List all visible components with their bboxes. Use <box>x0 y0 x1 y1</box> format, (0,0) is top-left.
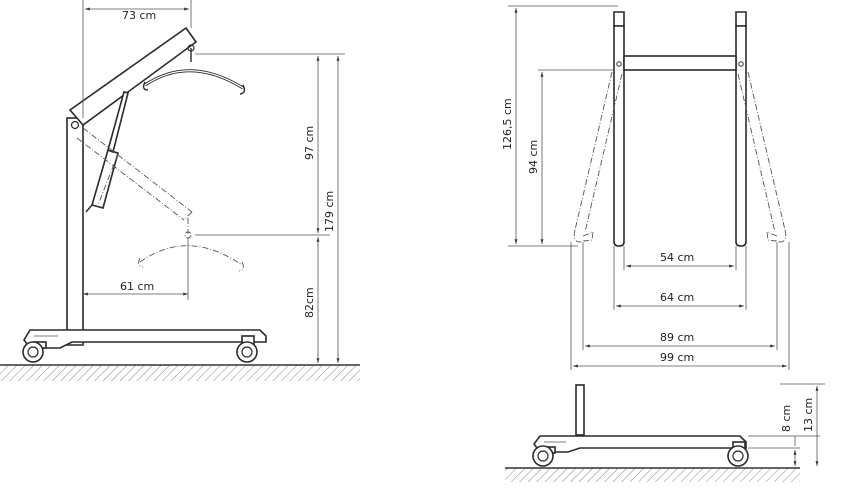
base-view: 8 cm 13 cm <box>505 383 825 482</box>
floor-base <box>505 468 800 482</box>
dim-inner-width-open: 89 cm <box>660 331 694 344</box>
dimensions-base: 8 cm 13 cm <box>748 383 825 466</box>
side-view: 73 cm 61 cm 97 cm 82cm 179 cm <box>0 0 360 381</box>
dim-clearance: 8 cm <box>780 405 793 432</box>
castor-detail-rear <box>532 445 556 467</box>
spreader-bar-raised <box>142 48 246 95</box>
castor-front <box>236 335 258 363</box>
front-masts <box>613 11 747 247</box>
dim-base-height: 13 cm <box>802 398 815 432</box>
base-leg <box>23 329 267 349</box>
dim-reach-top: 73 cm <box>122 9 156 22</box>
dimensions-front: 126,5 cm 94 cm 54 cm 64 cm 89 cm 99 cm <box>501 5 790 370</box>
castor-detail-front <box>727 441 749 467</box>
dim-inner-width-closed: 54 cm <box>660 251 694 264</box>
actuator <box>91 149 119 209</box>
castor-rear <box>22 341 47 363</box>
base-leg-detail <box>533 435 747 453</box>
dim-reach-bottom: 61 cm <box>120 280 154 293</box>
dim-lift-range: 97 cm <box>303 126 316 160</box>
front-legs-open <box>573 71 787 243</box>
dimensions-side: 73 cm 61 cm 97 cm 82cm 179 cm <box>82 0 345 363</box>
boom-lowered <box>76 127 244 272</box>
dim-outer-width-open: 99 cm <box>660 351 694 364</box>
dim-mast-height: 126,5 cm <box>501 98 514 150</box>
dim-min-height: 82cm <box>303 287 316 318</box>
dim-max-height: 179 cm <box>323 191 336 232</box>
dim-outer-width-closed: 64 cm <box>660 291 694 304</box>
mast <box>66 117 84 339</box>
dim-inner-height: 94 cm <box>527 140 540 174</box>
boom-raised <box>68 26 198 127</box>
floor-side <box>0 365 360 381</box>
front-view: 126,5 cm 94 cm 54 cm 64 cm 89 cm 99 cm <box>501 5 790 370</box>
